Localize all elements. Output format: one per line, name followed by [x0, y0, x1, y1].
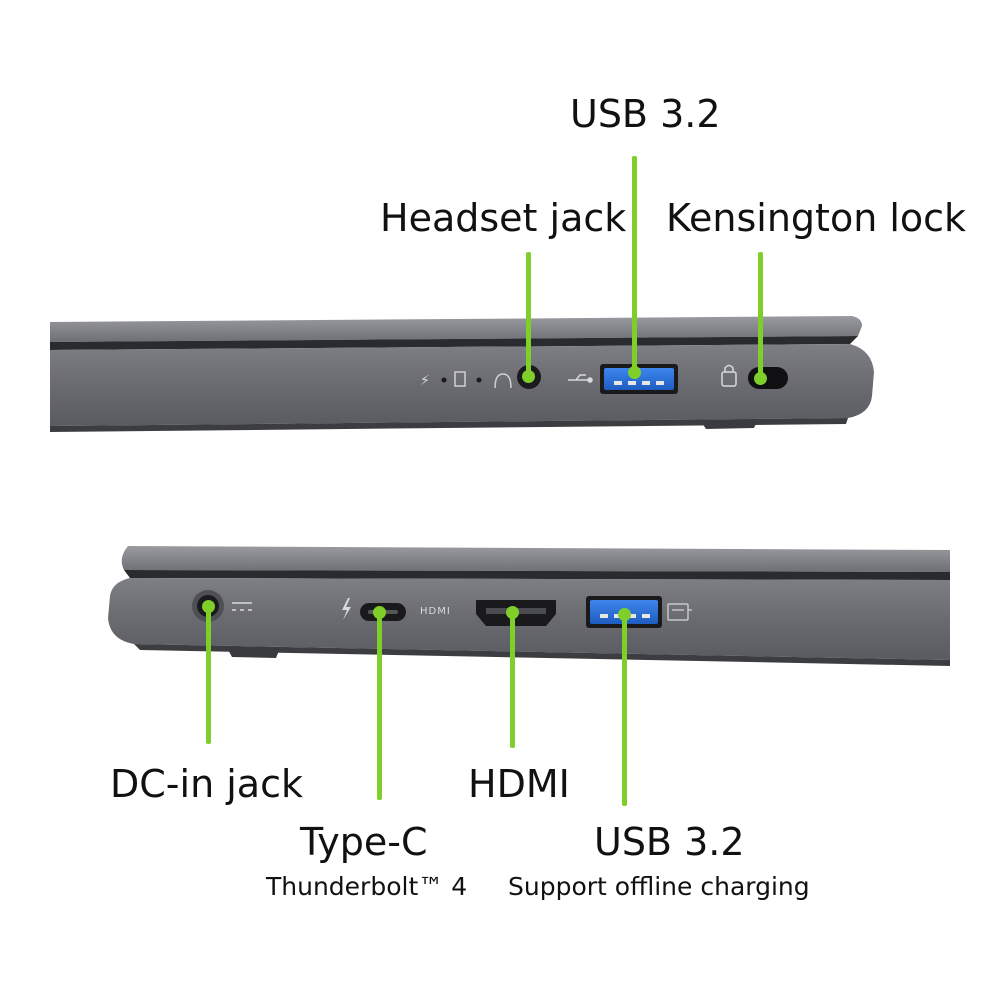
headset-jack-label: Headset jack: [380, 196, 627, 240]
type-c-label: Type-C: [300, 820, 428, 864]
indicator-icons: ⚡: [420, 371, 512, 389]
headset-callout-line: [526, 252, 531, 374]
usb-callout-line-bottom: [622, 614, 627, 806]
dc-in-callout-line: [206, 606, 211, 744]
usb-callout-line-top: [632, 156, 637, 372]
headset-callout-dot: [522, 370, 535, 383]
lid: [50, 316, 862, 342]
dc-symbol-icon: [232, 602, 252, 611]
kensington-lock-label: Kensington lock: [666, 196, 967, 240]
offline-charging-sublabel: Support offline charging: [508, 872, 810, 901]
svg-text:⚡: ⚡: [420, 373, 430, 389]
kensington-callout-dot: [754, 372, 767, 385]
type-c-callout-line: [377, 612, 382, 800]
hdmi-marking: HDMI: [420, 606, 451, 617]
usb-label-bottom: USB 3.2: [594, 820, 745, 864]
lid-bottom: [121, 546, 950, 572]
thunderbolt-sublabel: Thunderbolt™ 4: [266, 872, 468, 901]
lock-symbol-icon: [721, 364, 737, 387]
hdmi-callout-line: [510, 612, 515, 748]
thunderbolt-icon: [342, 598, 351, 620]
rubber-foot: [700, 419, 758, 429]
usb-callout-dot-top: [628, 366, 641, 379]
dc-in-jack-label: DC-in jack: [110, 762, 303, 806]
kensington-callout-line: [758, 252, 763, 378]
usb-charging-icon: [667, 603, 692, 621]
rubber-foot-bottom: [226, 646, 280, 658]
usb-label-top: USB 3.2: [570, 92, 721, 136]
hdmi-label: HDMI: [468, 762, 570, 806]
usb-symbol-icon: [568, 374, 593, 383]
